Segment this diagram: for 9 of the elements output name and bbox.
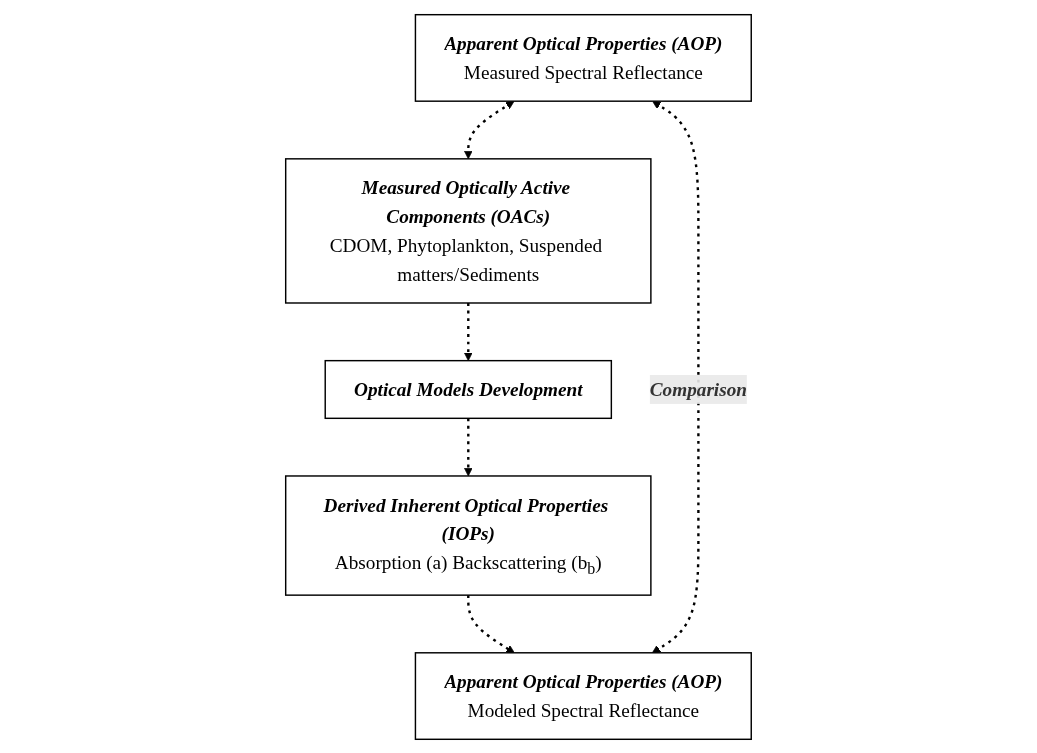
arrow	[467, 594, 515, 653]
arrow	[464, 100, 515, 159]
arrow	[464, 417, 473, 476]
node-box: Optical Models Development	[324, 359, 613, 419]
node-box: Derived Inherent Optical Properties (IOPs) Absorption (a) Backscattering (b$_{b}$)	[285, 474, 652, 596]
node-box: Measured Optically Active Components (OACs) CDOM, Phytoplankton, Suspended matters/Sediments	[285, 157, 652, 304]
edge-label: Comparison	[649, 378, 748, 400]
arrow	[652, 100, 700, 653]
arrow	[464, 302, 473, 361]
